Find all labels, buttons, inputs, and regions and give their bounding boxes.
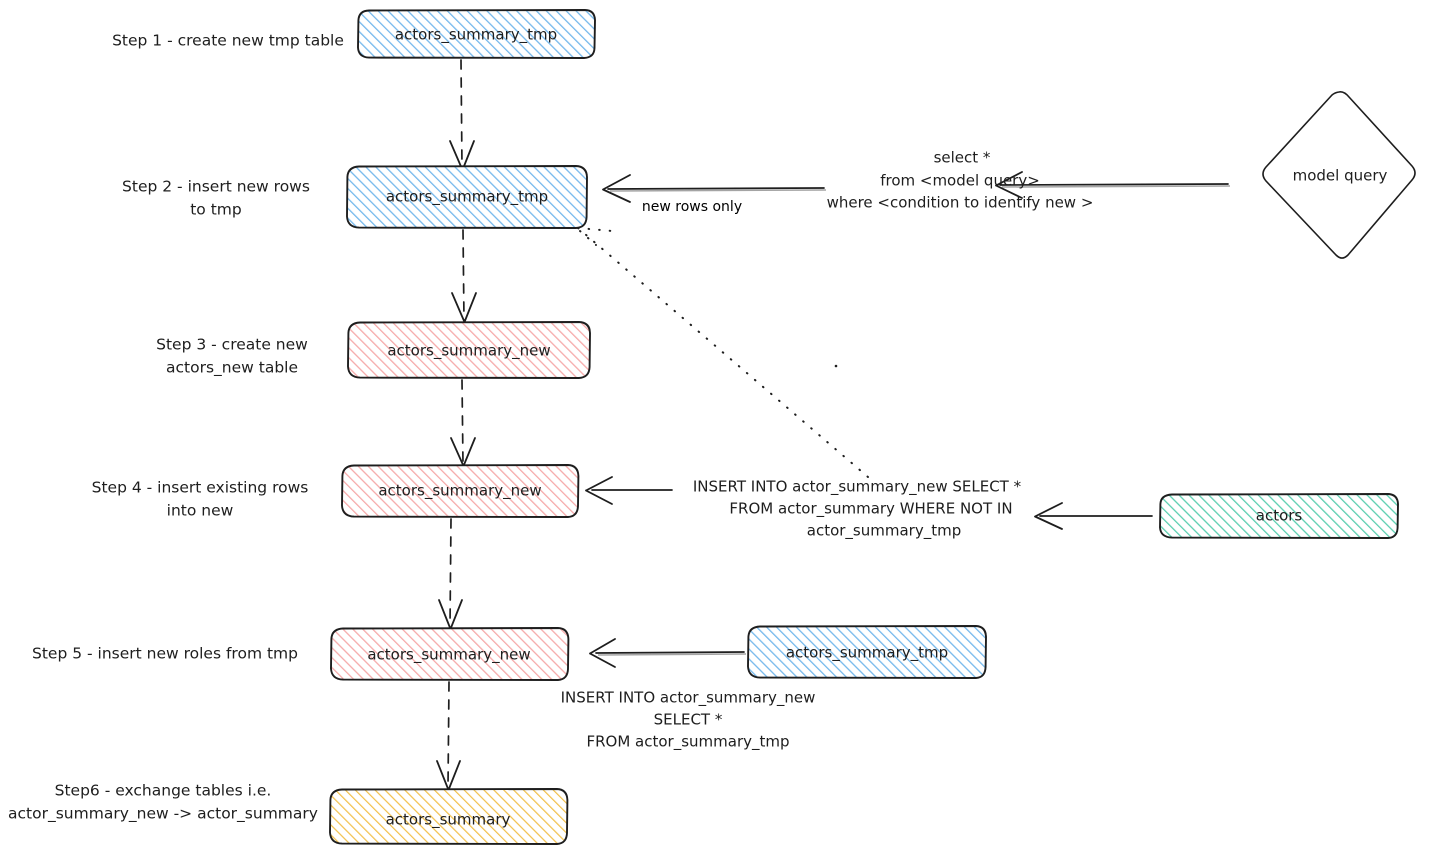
arrow-new5-to-summary6	[436, 681, 461, 791]
step-5-label: Step 5 - insert new roles from tmp	[32, 645, 298, 663]
step-5-sql-line1: INSERT INTO actor_summary_new	[561, 689, 816, 708]
model-query-sql-line1: select *	[934, 149, 991, 167]
node-tmp5-label: actors_summary_tmp	[786, 644, 948, 663]
arrow-tmp5-to-new5	[589, 638, 747, 668]
step-5-group: Step 5 - insert new roles from tmp actor…	[32, 627, 570, 681]
step-4-label-line2: into new	[167, 502, 234, 520]
dotted-link-tmp2-to-step4	[577, 227, 869, 478]
stray-dot	[834, 364, 838, 368]
node-tmp2[interactable]: actors_summary_tmp	[346, 165, 588, 229]
node-actors-label: actors	[1256, 507, 1303, 525]
step-4-sql-line3: actor_summary_tmp	[807, 522, 961, 541]
step-2-label-line2: to tmp	[190, 201, 242, 219]
step-3-label-line2: actors_new table	[166, 359, 298, 378]
step-2-group: Step 2 - insert new rows to tmp actors_s…	[122, 165, 588, 229]
node-tmp1-label: actors_summary_tmp	[395, 26, 557, 45]
node-tmp5[interactable]: actors_summary_tmp	[747, 625, 987, 679]
node-new5-label: actors_summary_new	[367, 646, 530, 665]
arrow-new4-to-new5	[438, 518, 463, 630]
node-model-query[interactable]: model query	[1262, 91, 1416, 259]
step-1-label: Step 1 - create new tmp table	[112, 32, 344, 50]
step-2-label-line1: Step 2 - insert new rows	[122, 178, 310, 196]
new-rows-only-label: new rows only	[642, 199, 742, 215]
step-6-group: Step6 - exchange tables i.e. actor_summa…	[8, 782, 569, 845]
node-new3-label: actors_summary_new	[387, 342, 550, 361]
node-new4-label: actors_summary_new	[378, 482, 541, 501]
step-5-sql-line2: SELECT *	[654, 711, 723, 729]
node-tmp1[interactable]: actors_summary_tmp	[357, 9, 596, 59]
node-summary6[interactable]: actors_summary	[329, 788, 569, 845]
step-3-label-line1: Step 3 - create new	[156, 336, 308, 354]
step-5-sql-line3: FROM actor_summary_tmp	[586, 733, 789, 752]
step-4-group: Step 4 - insert existing rows into new a…	[92, 464, 580, 520]
step-6-label-line1: Step6 - exchange tables i.e.	[55, 782, 272, 800]
node-model-query-label: model query	[1293, 167, 1388, 185]
arrow-tmp1-to-tmp2	[449, 59, 475, 171]
step-4-sql-line1: INSERT INTO actor_summary_new SELECT *	[693, 478, 1022, 497]
node-summary6-label: actors_summary	[386, 811, 511, 830]
arrow-tmp2-to-new3	[451, 229, 477, 323]
step-1-group: Step 1 - create new tmp table actors_sum…	[112, 9, 596, 59]
step-6-label-line2: actor_summary_new -> actor_summary	[8, 805, 318, 824]
arrow-sql4-to-new4: INSERT INTO actor_summary_new SELECT * F…	[585, 476, 1022, 541]
arrow-modelquery-to-tmp2: select * from <model query> where <condi…	[602, 149, 1231, 215]
model-query-sql-line2: from <model query>	[880, 172, 1040, 190]
arrow-actors-to-sql4	[1034, 502, 1153, 530]
model-query-sql-line3: where <condition to identify new >	[827, 194, 1094, 212]
step-4-label-line1: Step 4 - insert existing rows	[92, 479, 309, 497]
step-3-group: Step 3 - create new actors_new table act…	[156, 321, 591, 379]
node-new3[interactable]: actors_summary_new	[347, 321, 591, 379]
node-actors[interactable]: actors	[1159, 493, 1399, 539]
arrow-new3-to-new4	[450, 379, 476, 467]
node-new4[interactable]: actors_summary_new	[341, 464, 580, 518]
step-5-sql-group: INSERT INTO actor_summary_new SELECT * F…	[561, 689, 816, 752]
node-new5[interactable]: actors_summary_new	[330, 627, 570, 681]
node-tmp2-label: actors_summary_tmp	[386, 188, 548, 207]
step-4-sql-line2: FROM actor_summary WHERE NOT IN	[729, 500, 1012, 519]
